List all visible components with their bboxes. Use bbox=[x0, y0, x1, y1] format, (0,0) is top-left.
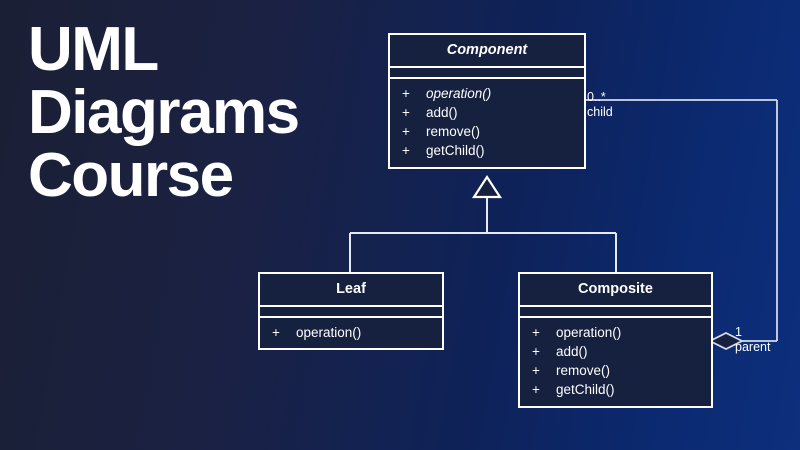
operation-signature: remove() bbox=[426, 124, 481, 140]
visibility-marker: + bbox=[402, 105, 410, 121]
generalization-triangle-icon bbox=[471, 174, 503, 199]
operation-signature: remove() bbox=[556, 363, 611, 379]
association-multiplicity-parent: 1 bbox=[735, 325, 742, 339]
visibility-marker: + bbox=[532, 382, 540, 398]
visibility-marker: + bbox=[532, 363, 540, 379]
title-line-3: Course bbox=[28, 141, 234, 211]
operations-compartment-composite: + operation() + add() + remove() + getCh… bbox=[520, 318, 711, 406]
operations-compartment-leaf: + operation() bbox=[260, 318, 442, 348]
operation-row: + operation() bbox=[520, 323, 711, 342]
visibility-marker: + bbox=[532, 325, 540, 340]
class-name-component: Component bbox=[390, 35, 584, 68]
operation-row: + getChild() bbox=[390, 141, 584, 160]
visibility-marker: + bbox=[402, 86, 410, 101]
visibility-marker: + bbox=[532, 344, 540, 360]
page-title: UML Diagrams Course bbox=[28, 18, 358, 208]
operation-row: + remove() bbox=[520, 361, 711, 380]
attributes-compartment-composite bbox=[520, 307, 711, 318]
association-role-child: child bbox=[587, 105, 613, 119]
visibility-marker: + bbox=[402, 124, 410, 140]
operation-row: + getChild() bbox=[520, 380, 711, 399]
operation-signature: operation() bbox=[296, 325, 362, 340]
visibility-marker: + bbox=[402, 143, 410, 159]
operation-signature: getChild() bbox=[556, 382, 615, 398]
association-role-parent: parent bbox=[735, 340, 771, 354]
uml-class-leaf[interactable]: Leaf + operation() bbox=[258, 272, 444, 351]
attributes-compartment-component bbox=[390, 68, 584, 79]
operation-signature: operation() bbox=[556, 325, 622, 340]
operations-compartment-component: + operation() + add() + remove() + getCh… bbox=[390, 79, 584, 167]
title-line-1: UML bbox=[28, 15, 159, 84]
operation-row: + add() bbox=[520, 342, 711, 361]
uml-class-composite[interactable]: Composite + operation() + add() + remove… bbox=[518, 272, 713, 408]
operation-signature: getChild() bbox=[426, 143, 485, 159]
generalization-connector bbox=[349, 196, 617, 272]
class-name-composite: Composite bbox=[520, 274, 711, 307]
operation-signature: operation() bbox=[426, 86, 492, 101]
uml-class-component[interactable]: Component + operation() + add() + remove… bbox=[388, 33, 586, 169]
visibility-marker: + bbox=[272, 325, 280, 340]
attributes-compartment-leaf bbox=[260, 307, 442, 318]
title-line-2: Diagrams bbox=[28, 78, 300, 148]
operation-signature: add() bbox=[426, 105, 458, 121]
operation-row: + remove() bbox=[390, 122, 584, 141]
aggregation-connector bbox=[586, 99, 778, 342]
operation-row: + add() bbox=[390, 103, 584, 122]
class-name-leaf: Leaf bbox=[260, 274, 442, 307]
operation-signature: add() bbox=[556, 344, 588, 360]
association-multiplicity-child: 0..* bbox=[587, 90, 606, 104]
operation-row: + operation() bbox=[390, 84, 584, 103]
operation-row: + operation() bbox=[260, 323, 442, 342]
